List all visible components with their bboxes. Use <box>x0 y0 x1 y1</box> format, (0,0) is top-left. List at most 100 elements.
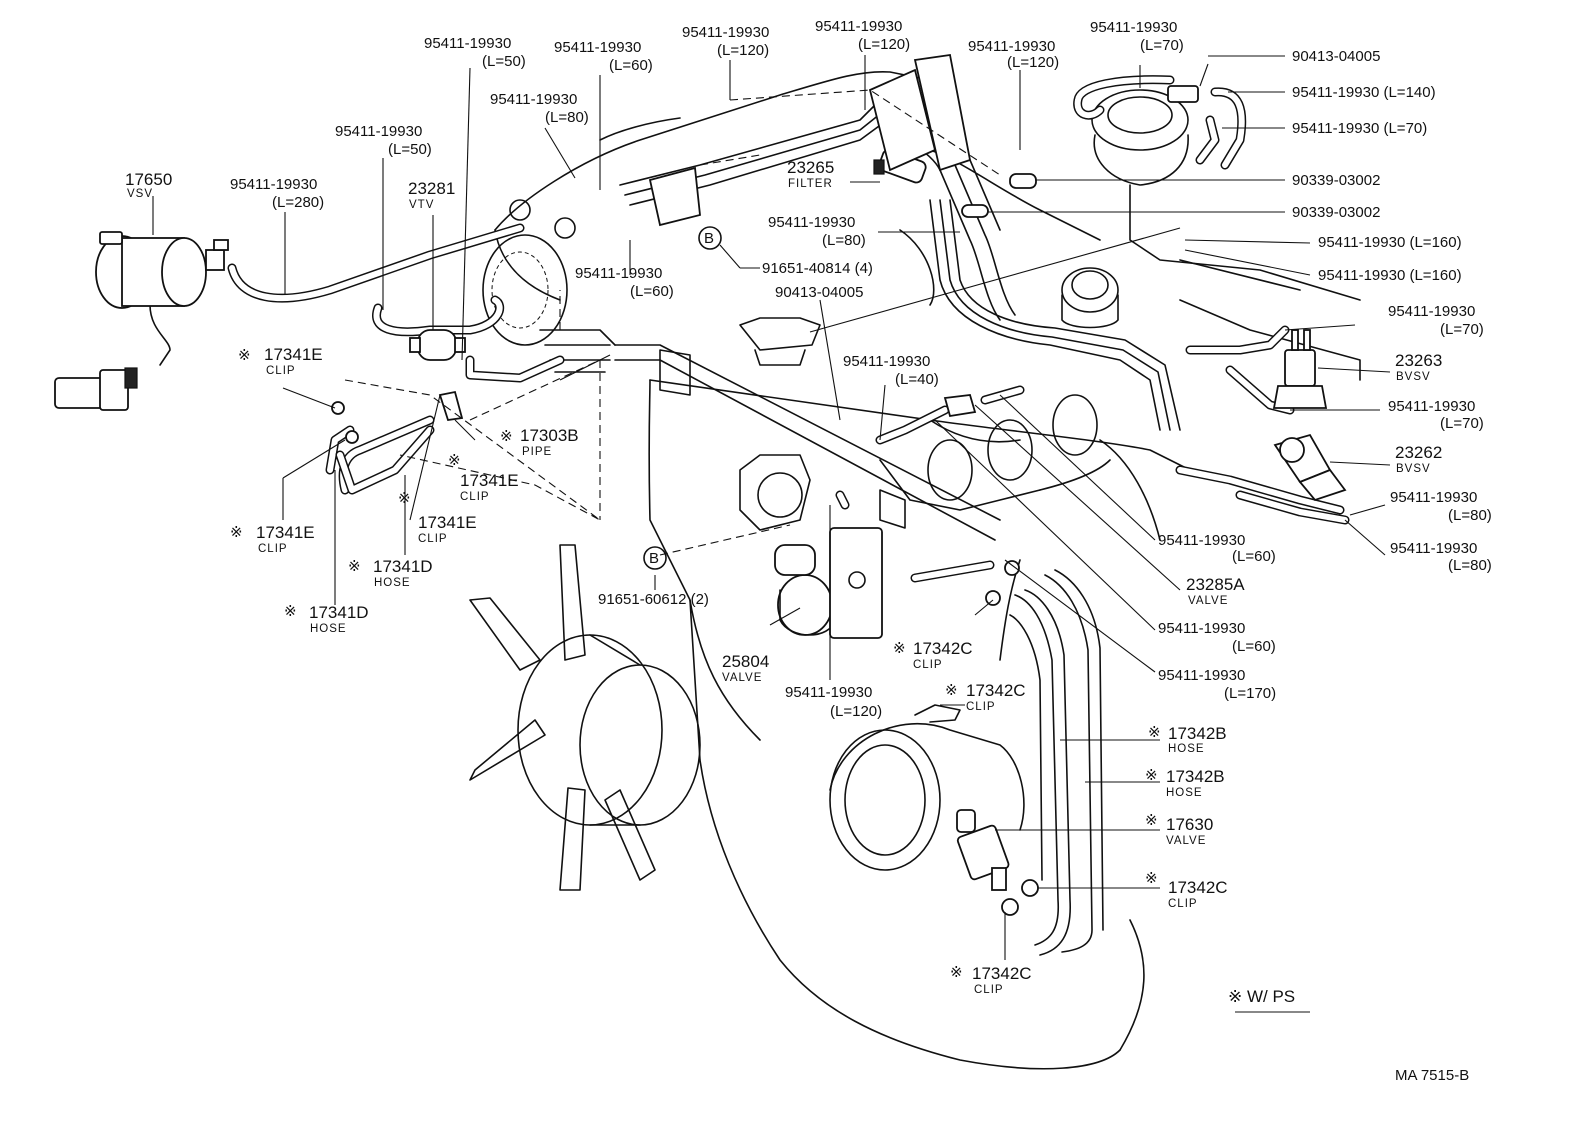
label-hose-l60d-number: 95411-19930 <box>1158 620 1245 637</box>
label-hose-l50a-number: 95411-19930 <box>424 35 511 52</box>
b-marker-1-circle <box>698 226 722 250</box>
label-hose-l60c-number: 95411-19930 <box>1158 532 1245 549</box>
label-hose-l120a-length: (L=120) <box>717 42 769 59</box>
label-filter-name: FILTER <box>788 178 833 190</box>
label-valve-17630-number: 17630 <box>1166 815 1213 834</box>
label-valve-25804-number: 25804 <box>722 652 769 671</box>
label-hose-l120d-number: 95411-19930 <box>785 684 872 701</box>
label-hose-l60b-length: (L=60) <box>630 283 674 300</box>
label-clip-17341e-a-number: 17341E <box>264 345 323 364</box>
label-hose-l60c-length: (L=60) <box>1232 548 1276 565</box>
label-clip-17342c-d-name: CLIP <box>974 984 1004 996</box>
label-hose-l40-number: 95411-19930 <box>843 353 930 370</box>
clips-17342c <box>985 560 1039 916</box>
label-hose-l120d-length: (L=120) <box>830 703 882 720</box>
leader-lines <box>152 55 1391 1013</box>
figure-code: MA 7515-B <box>1395 1067 1469 1084</box>
label-hose-17342b-a-number: 17342B <box>1168 724 1227 743</box>
label-valve-17630-name: VALVE <box>1166 835 1206 847</box>
mark-17341d-a: ※ <box>348 558 361 575</box>
label-hose-l60d-length: (L=60) <box>1232 638 1276 655</box>
label-bolt-40814: 91651-40814 (4) <box>762 260 873 277</box>
phantom-lines <box>344 89 1001 556</box>
label-hose-l160a: 95411-19930 (L=160) <box>1318 234 1462 251</box>
label-bvsv-23263-name: BVSV <box>1396 371 1431 383</box>
b-marker-1-label: B <box>704 230 714 247</box>
label-valve-23285a-number: 23285A <box>1186 575 1245 594</box>
label-hose-l70c-length: (L=70) <box>1440 321 1484 338</box>
label-hose-l80b-length: (L=80) <box>822 232 866 249</box>
label-clip-17342c-b-name: CLIP <box>966 701 996 713</box>
label-clip-17342c-c-number: 17342C <box>1168 878 1228 897</box>
label-hose-l80d-length: (L=80) <box>1448 557 1492 574</box>
b-marker-2-circle <box>643 546 667 570</box>
label-hose-l70d-length: (L=70) <box>1440 415 1484 432</box>
label-hose-17341d-b-name: HOSE <box>310 623 347 635</box>
plug-90339-a <box>1009 173 1037 189</box>
clips-17341e <box>331 390 464 444</box>
label-hose-l120c-length: (L=120) <box>1007 54 1059 71</box>
label-bvsv-23263-number: 23263 <box>1395 351 1442 370</box>
label-clip-17342c-c-name: CLIP <box>1168 898 1198 910</box>
label-clip-17341e-c-number: 17341E <box>418 513 477 532</box>
mark-17341e-d: ※ <box>230 524 243 541</box>
part-labels: 17650 VSV 95411-19930 (L=280) 23281 VTV … <box>125 18 1492 1084</box>
label-hose-l170-length: (L=170) <box>1224 685 1276 702</box>
label-bvsv-23262-number: 23262 <box>1395 443 1442 462</box>
label-plug-90339-a: 90339-03002 <box>1292 172 1380 189</box>
mark-17341e-a: ※ <box>238 347 251 364</box>
label-clip-17342c-a-name: CLIP <box>913 659 943 671</box>
label-hose-l80d-number: 95411-19930 <box>1390 540 1477 557</box>
mark-17341d-b: ※ <box>284 603 297 620</box>
mark-17341e-b: ※ <box>448 452 461 469</box>
mark-17342b-a: ※ <box>1148 724 1161 741</box>
label-hose-l50a-length: (L=50) <box>482 53 526 70</box>
bvsv-23263 <box>1272 329 1328 409</box>
label-hose-l60b-number: 95411-19930 <box>575 265 662 282</box>
legend-text: ※ W/ PS <box>1228 987 1295 1006</box>
label-hose-l160b: 95411-19930 (L=160) <box>1318 267 1462 284</box>
label-hose-l170-number: 95411-19930 <box>1158 667 1245 684</box>
components <box>54 53 1347 916</box>
vacuum-hoses <box>149 75 1350 956</box>
label-hose-l60a-length: (L=60) <box>609 57 653 74</box>
label-hose-l280-length: (L=280) <box>272 194 324 211</box>
label-hose-l70top-number: 95411-19930 <box>1090 19 1177 36</box>
label-clip-17342c-a-number: 17342C <box>913 639 973 658</box>
label-hose-17341d-a-name: HOSE <box>374 577 411 589</box>
mark-17303b: ※ <box>500 428 513 445</box>
label-clamp-90413-top: 90413-04005 <box>1292 48 1380 65</box>
label-valve-25804-name: VALVE <box>722 672 762 684</box>
label-hose-l80a-number: 95411-19930 <box>490 91 577 108</box>
label-vsv-number: 17650 <box>125 170 172 189</box>
label-bvsv-23262-name: BVSV <box>1396 463 1431 475</box>
label-hose-l120b-length: (L=120) <box>858 36 910 53</box>
mark-17342c-c: ※ <box>1145 870 1158 887</box>
label-clip-17341e-b-name: CLIP <box>460 491 490 503</box>
label-hose-17341d-a-number: 17341D <box>373 557 433 576</box>
b-marker-2-label: B <box>649 550 659 567</box>
label-clip-17342c-d-number: 17342C <box>972 964 1032 983</box>
plug-90339-b <box>961 204 989 218</box>
vsv-connector <box>54 367 138 411</box>
label-hose-l70d-number: 95411-19930 <box>1388 398 1475 415</box>
label-hose-17342b-b-number: 17342B <box>1166 767 1225 786</box>
label-hose-l80b-number: 95411-19930 <box>768 214 855 231</box>
label-hose-l60a-number: 95411-19930 <box>554 39 641 56</box>
mark-17342b-b: ※ <box>1145 767 1158 784</box>
clamp-90413-top <box>1167 85 1199 103</box>
label-hose-l80a-length: (L=80) <box>545 109 589 126</box>
bvsv-23262 <box>1273 433 1347 502</box>
label-clip-17342c-b-number: 17342C <box>966 681 1026 700</box>
label-vtv-number: 23281 <box>408 179 455 198</box>
label-hose-l120c-number: 95411-19930 <box>968 38 1055 55</box>
label-plug-90339-b: 90339-03002 <box>1292 204 1380 221</box>
label-hose-l50b-length: (L=50) <box>388 141 432 158</box>
label-hose-l280-number: 95411-19930 <box>230 176 317 193</box>
mark-17342c-a: ※ <box>893 640 906 657</box>
hose-brackets-top <box>648 53 972 227</box>
vtv-23281 <box>409 329 466 361</box>
valve-23285a <box>943 394 977 418</box>
mark-17630: ※ <box>1145 812 1158 829</box>
